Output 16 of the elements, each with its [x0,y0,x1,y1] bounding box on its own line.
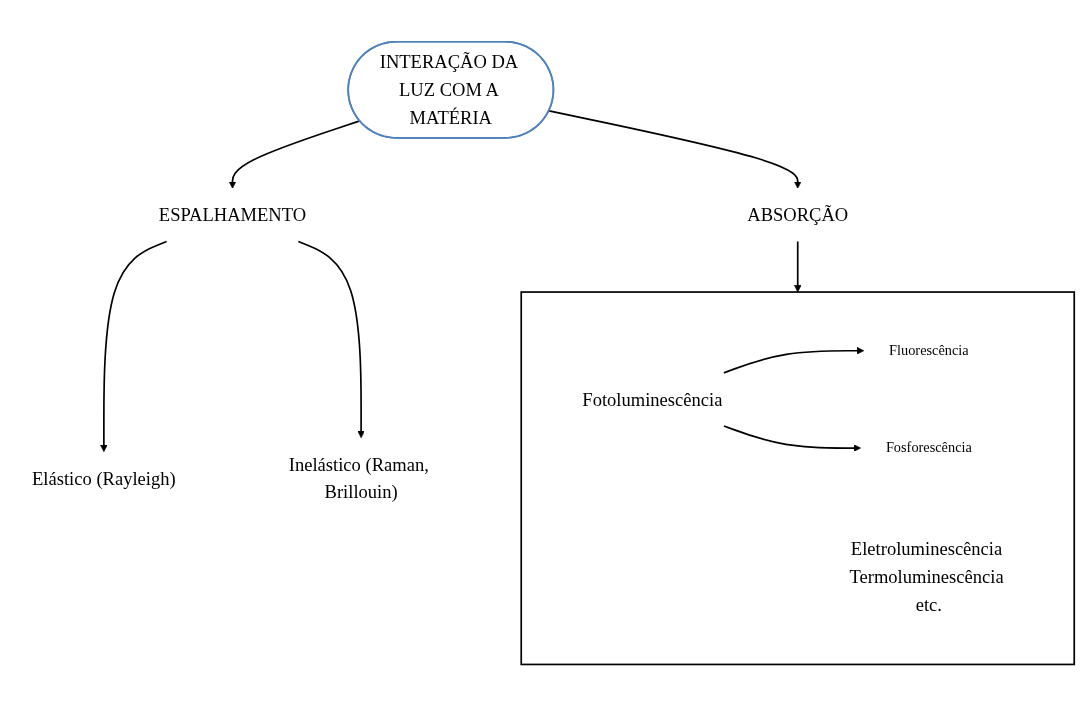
arrow [100,240,168,452]
node-text: Eletroluminescência Termoluminescência etc. [849,537,1004,615]
arrow [297,240,365,439]
node-text: ESPALHAMENTO [158,204,307,226]
node-text: Fosforescência [885,439,972,456]
arrow [794,240,802,293]
node-text: Fluorescência [889,342,969,359]
arrow [723,425,861,452]
arrow [228,120,361,189]
node-text: Fotoluminescência [582,388,723,410]
node-text: Inelástico (Raman, Brillouin) [288,453,429,503]
arrow [723,346,865,374]
cluster [520,291,1076,666]
node-text: Elástico (Rayleigh) [32,467,176,489]
node-text: ABSORÇÃO [747,204,849,226]
arrow [548,109,802,189]
